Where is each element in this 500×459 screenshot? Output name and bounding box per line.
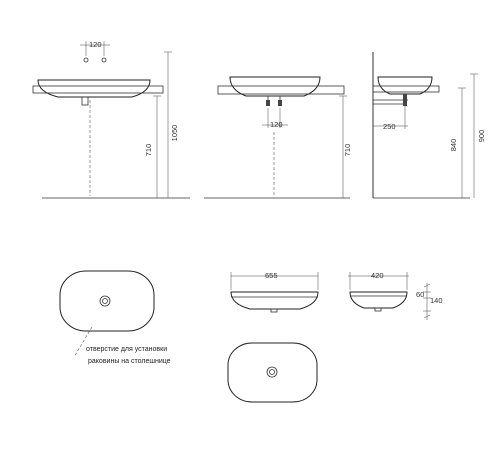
label-height-60: 60 xyxy=(416,290,424,299)
product-side-view: 420 60 140 xyxy=(348,271,443,320)
drain-hole-outer xyxy=(99,295,111,307)
basin-front-product xyxy=(230,291,319,310)
label-height-840: 840 xyxy=(449,139,458,152)
basin-side-product xyxy=(349,291,408,309)
countertop-slab xyxy=(32,85,164,94)
drain-trap xyxy=(403,94,407,106)
annotation-line-1: отверстие для установки xyxy=(86,346,167,353)
countertop-slab xyxy=(217,85,345,95)
basin-side xyxy=(377,76,433,95)
drain-hole-inner xyxy=(269,369,275,375)
drain-fitting-right xyxy=(278,100,282,106)
tap-hole-left xyxy=(83,57,89,63)
label-height-710-middle: 710 xyxy=(343,144,352,157)
annotation-line-2: раковины на столешнице xyxy=(88,358,171,365)
front-elevation-countertop: 120 710 1050 xyxy=(32,40,190,199)
tap-hole-right xyxy=(101,57,107,63)
label-height-1050: 1050 xyxy=(170,125,179,142)
front-elevation-middle: 120 710 xyxy=(204,76,352,199)
drain-hole-outer xyxy=(266,366,278,378)
drain-fitting-left xyxy=(266,100,270,106)
label-drain-spacing: 120 xyxy=(270,120,283,129)
drain-pipe xyxy=(81,96,89,106)
label-height-710-front: 710 xyxy=(144,144,153,157)
leader-line xyxy=(73,326,93,358)
product-top-view xyxy=(227,342,318,403)
side-section-wall: 250 840 900 xyxy=(372,52,486,199)
arrow-mark xyxy=(423,314,431,319)
basin-front xyxy=(37,79,151,98)
drain-hole-inner xyxy=(102,298,108,304)
label-wall-offset: 250 xyxy=(383,122,396,131)
label-height-900: 900 xyxy=(477,130,486,143)
basin-top-product xyxy=(227,342,318,403)
basin-front xyxy=(229,76,321,97)
label-tap-spacing: 120 xyxy=(89,40,102,49)
product-front-view: 655 xyxy=(230,271,319,313)
label-height-140: 140 xyxy=(430,296,443,305)
top-view-countertop: отверстие для установки раковины на стол… xyxy=(59,270,171,365)
basin-top-outline xyxy=(59,270,155,332)
arrow-mark xyxy=(423,283,431,288)
countertop-slab xyxy=(372,85,440,93)
drain-outlet xyxy=(374,307,382,312)
drain-outlet xyxy=(270,308,278,313)
label-width-655: 655 xyxy=(265,271,278,280)
label-depth-420: 420 xyxy=(371,271,384,280)
